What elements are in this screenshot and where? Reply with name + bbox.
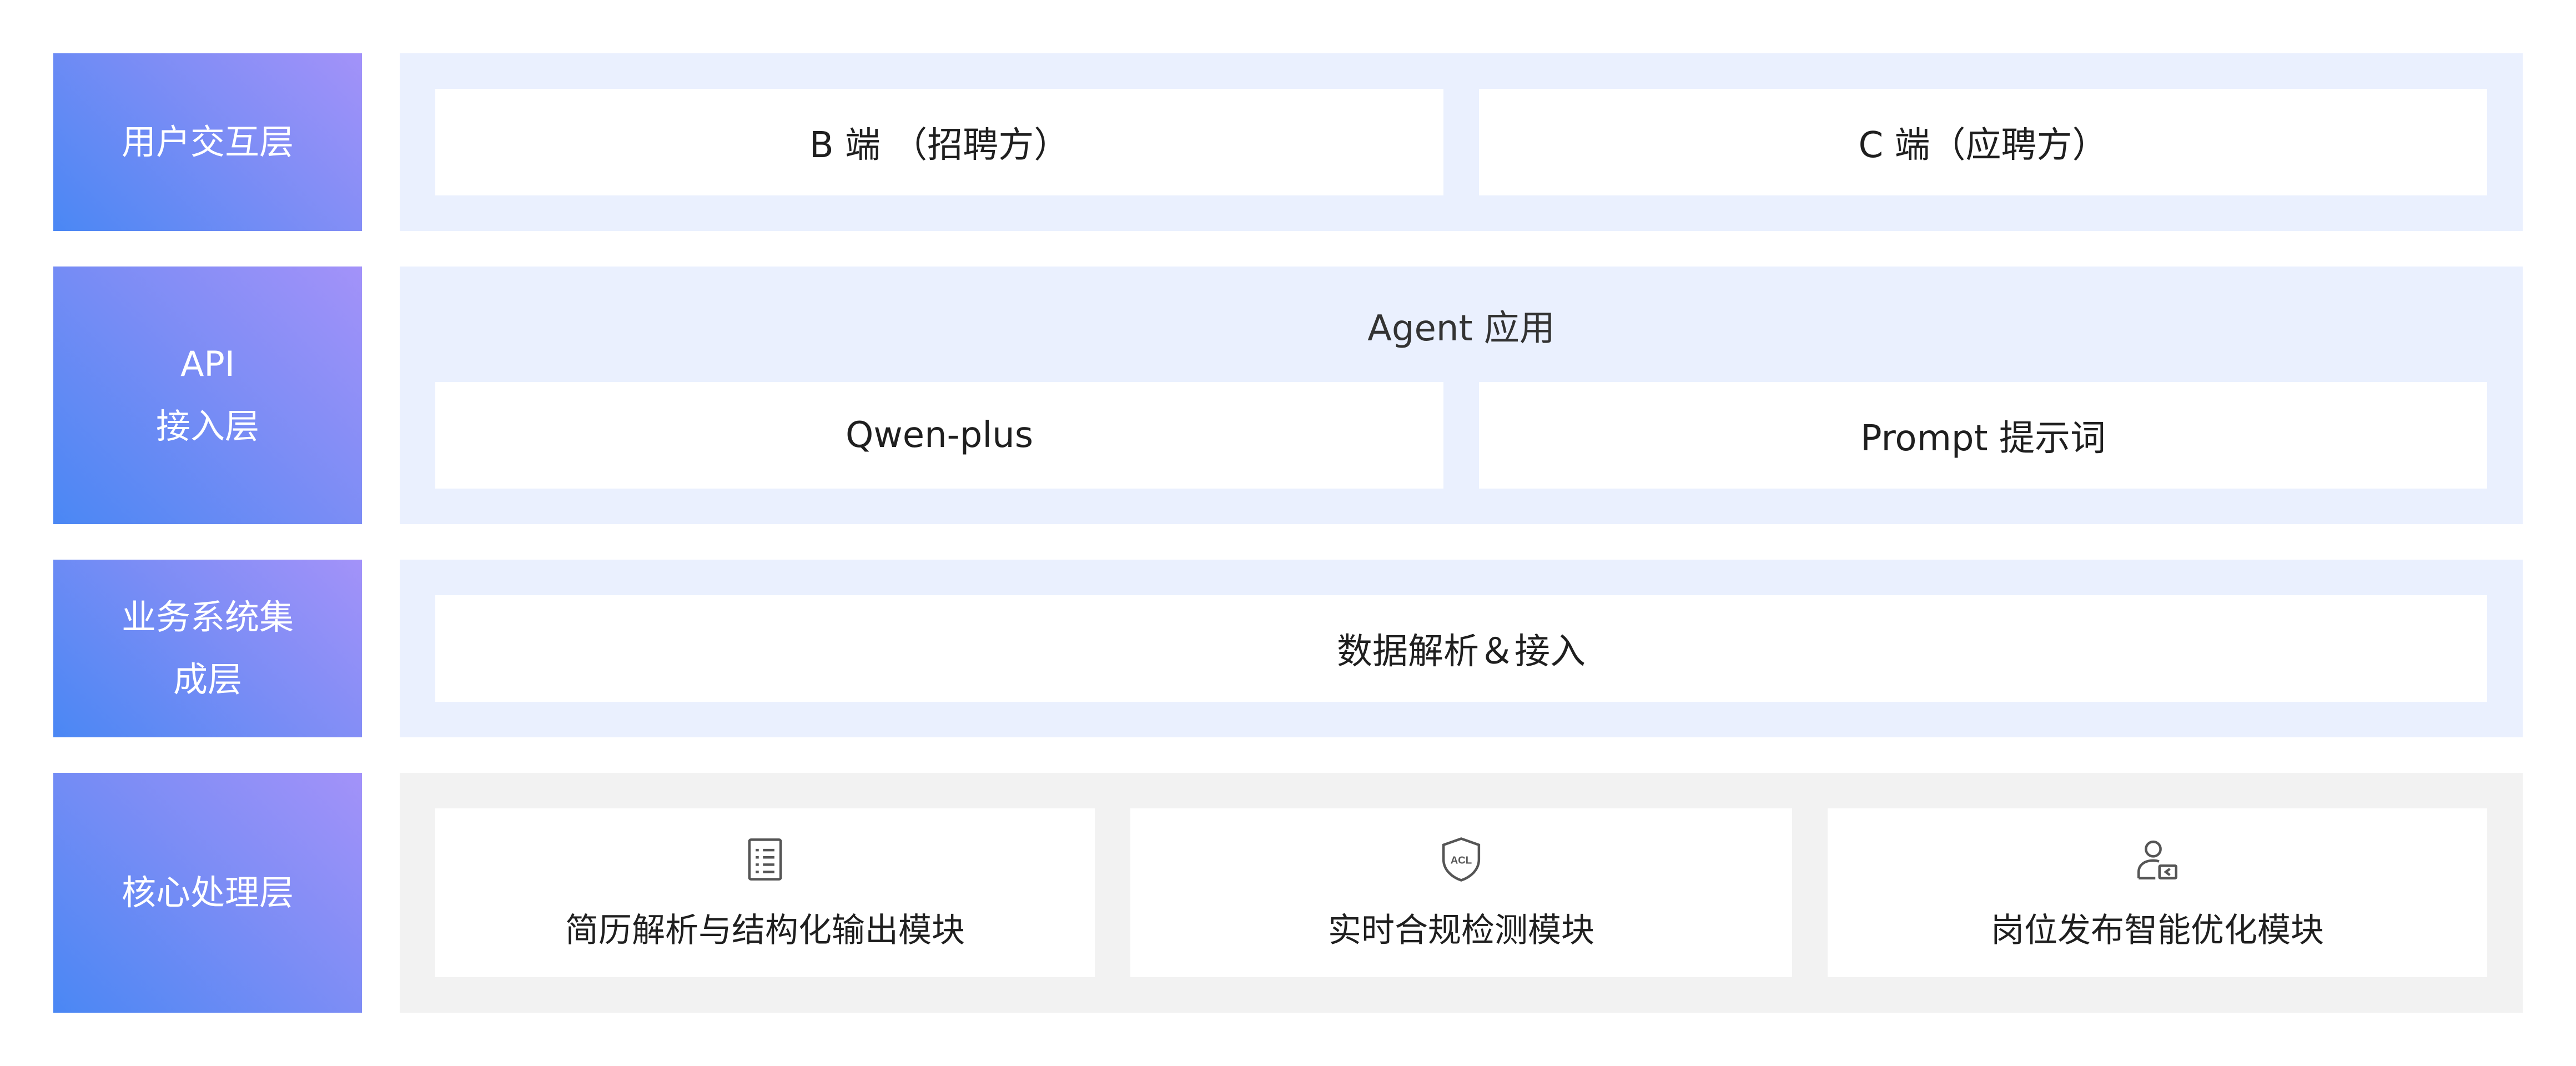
module-resume-parsing: 简历解析与结构化输出模块 (435, 808, 1095, 977)
card-data-parsing: 数据解析＆接入 (435, 595, 2487, 702)
layer-label-text-line1: 业务系统集 (121, 597, 294, 637)
user-card-icon (2132, 834, 2182, 884)
module-label: 实时合规检测模块 (1328, 911, 1594, 950)
layer-panel-core-processing: 简历解析与结构化输出模块 ACL 实时合规检测模块 岗位发布智能优化模块 (400, 773, 2523, 1013)
layer-label-text-line2: 成层 (173, 659, 242, 700)
card-qwen-plus: Qwen-plus (435, 382, 1443, 489)
card-c-side: C 端（应聘方） (1479, 89, 2487, 195)
module-compliance-check: ACL 实时合规检测模块 (1130, 808, 1792, 977)
acl-shield-icon: ACL (1436, 834, 1486, 884)
layer-label-text: 核心处理层 (121, 872, 294, 913)
layer-label-user-interaction: 用户交互层 (53, 53, 362, 231)
module-label: 岗位发布智能优化模块 (1991, 911, 2324, 950)
layer-label-text-line1: API (180, 344, 235, 384)
module-label: 简历解析与结构化输出模块 (565, 911, 965, 950)
layer-label-core-processing: 核心处理层 (53, 773, 362, 1013)
layer-panel-business-integration: 数据解析＆接入 (400, 560, 2523, 737)
layer-label-text: 用户交互层 (121, 122, 294, 162)
layer-label-api-access: API 接入层 (53, 266, 362, 524)
module-job-posting-optimization: 岗位发布智能优化模块 (1828, 808, 2487, 977)
document-list-icon (740, 834, 790, 884)
svg-text:ACL: ACL (1451, 854, 1472, 866)
layer-label-business-integration: 业务系统集 成层 (53, 560, 362, 737)
layer-panel-api-access: Agent 应用 Qwen-plus Prompt 提示词 (400, 266, 2523, 524)
card-prompt: Prompt 提示词 (1479, 382, 2487, 489)
layer-label-text-line2: 接入层 (155, 406, 259, 446)
layer-panel-user-interaction: B 端 （招聘方） C 端（应聘方） (400, 53, 2523, 231)
agent-app-title: Agent 应用 (1367, 308, 1555, 349)
card-b-side: B 端 （招聘方） (435, 89, 1443, 195)
